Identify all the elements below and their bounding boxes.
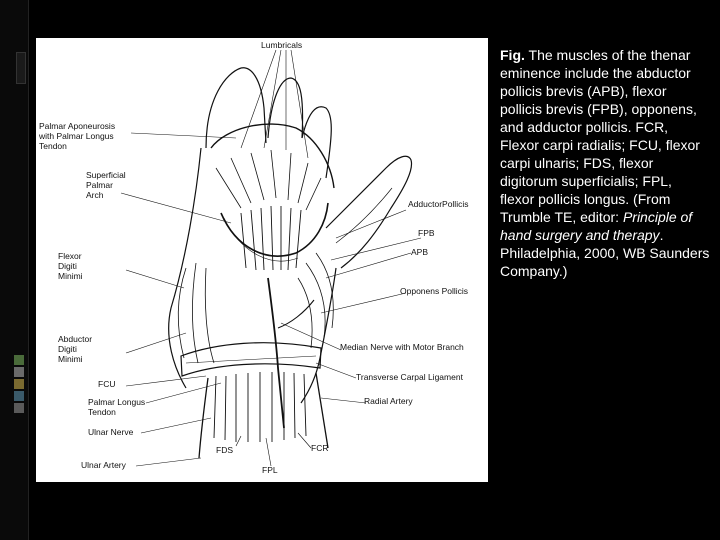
label-palmar-longus-1: Palmar Longus (88, 397, 146, 407)
label-adductor-pollicis: AdductorPollicis (408, 199, 469, 209)
label-transverse-carpal: Transverse Carpal Ligament (356, 372, 463, 382)
finger-outline (205, 67, 242, 149)
thumb-outline (325, 155, 413, 269)
label-palmar-aponeurosis-3: Tendon (39, 141, 67, 151)
label-fds: FDS (216, 445, 233, 455)
label-palmar-aponeurosis-2: with Palmar Longus (39, 131, 114, 141)
decor-dot (14, 355, 24, 365)
slide-left-strip (0, 0, 28, 540)
decor-dot (14, 367, 24, 377)
label-superficial-arch-2: Palmar (86, 180, 113, 190)
label-median-nerve: Median Nerve with Motor Branch (340, 342, 464, 352)
label-flexor-digiti-1: Flexor (58, 251, 82, 261)
slide-divider-line (28, 0, 29, 540)
thenar-muscles (297, 252, 334, 349)
palm-ulnar-edge (168, 147, 202, 389)
caption-text-2: . Philadelphia, 2000, WB Saunders Compan… (500, 227, 710, 279)
slide-decor-dots (14, 355, 26, 415)
label-palmar-aponeurosis-1: Palmar Aponeurosis (39, 121, 116, 131)
label-ulnar-nerve: Ulnar Nerve (88, 427, 134, 437)
anatomy-figure: Lumbricals Palmar Aponeurosis with Palma… (36, 38, 488, 482)
aponeurosis-leader (130, 132, 237, 139)
median-nerve (267, 277, 285, 429)
caption-book-title: Principle of hand surgery and therapy (500, 209, 693, 243)
forearm-tendons (213, 372, 307, 442)
hypothenar-muscles (177, 262, 215, 364)
label-abductor-digiti-3: Minimi (58, 354, 83, 364)
superficial-palmar-arch (220, 202, 329, 257)
slide-accent-bar (16, 52, 26, 84)
label-lumbricals: Lumbricals (261, 40, 303, 50)
caption-fig-label: Fig. (500, 47, 525, 63)
label-fpl: FPL (262, 465, 278, 475)
transverse-carpal-ligament (180, 342, 322, 377)
arch-leader (120, 192, 232, 224)
label-abductor-digiti-2: Digiti (58, 344, 77, 354)
label-radial-artery: Radial Artery (364, 396, 413, 406)
palm-radial-edge (300, 267, 337, 404)
label-superficial-arch-1: Superficial (86, 170, 126, 180)
figure-caption: Fig. The muscles of the thenar eminence … (500, 46, 710, 280)
label-fcr: FCR (311, 443, 329, 453)
palmar-aponeurosis (210, 123, 335, 189)
radial-artery (315, 372, 329, 449)
flexor-tendons (240, 205, 302, 271)
decor-dot (14, 391, 24, 401)
label-fpb: FPB (418, 228, 435, 238)
label-ulnar-artery: Ulnar Artery (81, 460, 126, 470)
label-abductor-digiti-1: Abductor (58, 334, 93, 344)
caption-text-1: The muscles of the thenar eminence inclu… (500, 47, 700, 225)
label-opponens-pollicis: Opponens Pollicis (400, 286, 469, 296)
ulnar-artery (198, 377, 209, 459)
label-apb: APB (411, 247, 429, 257)
hand-illustration (120, 49, 422, 467)
label-superficial-arch-3: Arch (86, 190, 104, 200)
decor-dot (14, 403, 24, 413)
label-flexor-digiti-3: Minimi (58, 271, 83, 281)
label-fcu: FCU (98, 379, 116, 389)
lumbricals-leaders (240, 49, 309, 159)
decor-dot (14, 379, 24, 389)
label-palmar-longus-2: Tendon (88, 407, 116, 417)
label-flexor-digiti-2: Digiti (58, 261, 77, 271)
